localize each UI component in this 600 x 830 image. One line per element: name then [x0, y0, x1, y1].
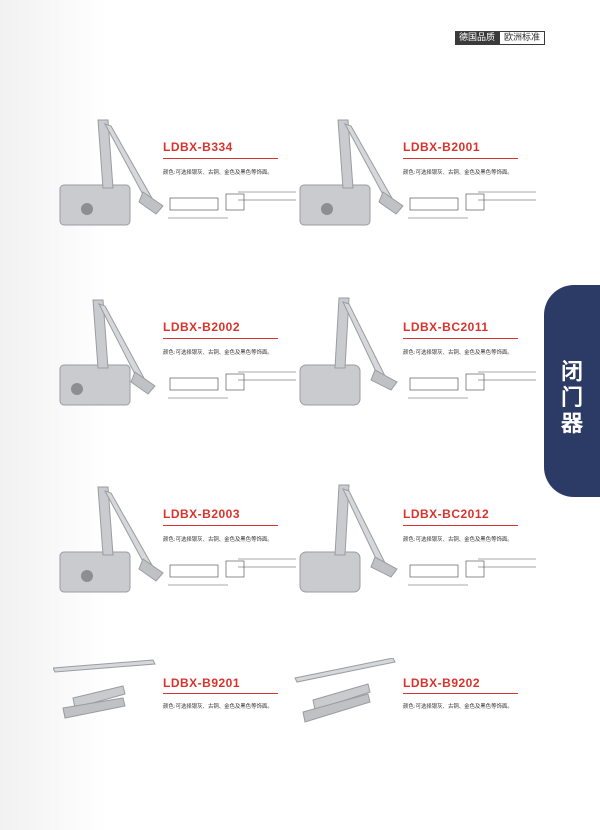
model-underline	[403, 158, 518, 159]
door-closer-image	[59, 119, 164, 226]
product-model: LDBX-B2003	[163, 507, 241, 521]
model-underline	[403, 338, 518, 339]
product-model: LDBX-B334	[163, 140, 233, 154]
model-underline	[163, 693, 278, 694]
product-model: LDBX-B9202	[403, 676, 481, 690]
category-label: 闭门器	[560, 360, 583, 437]
product-card: LDBX-B2002 颜色:可选择银灰、古铜、金色及黑色等饰面。	[53, 299, 323, 470]
door-closer-image	[59, 299, 156, 406]
color-note: 颜色:可选择银灰、古铜、金色及黑色等饰面。	[403, 350, 513, 356]
product-card: LDBX-B334 颜色:可选择银灰、古铜、金色及黑色等饰面。	[53, 119, 323, 290]
quality-badge: 德国品质 欧洲标准	[455, 31, 546, 45]
product-card: LDBX-B2001 颜色:可选择银灰、古铜、金色及黑色等饰面。	[293, 119, 563, 290]
slim-door-closer-image	[53, 659, 156, 719]
color-note: 颜色:可选择银灰、古铜、金色及黑色等饰面。	[163, 170, 273, 176]
product-model: LDBX-B2001	[403, 140, 481, 154]
product-card: LDBX-BC2012 颜色:可选择银灰、古铜、金色及黑色等饰面。	[293, 484, 563, 657]
dimension-drawing	[168, 191, 296, 219]
color-note: 颜色:可选择银灰、古铜、金色及黑色等饰面。	[403, 704, 513, 710]
dimension-drawing	[408, 558, 536, 586]
color-note: 颜色:可选择银灰、古铜、金色及黑色等饰面。	[163, 704, 273, 710]
product-model: LDBX-BC2011	[403, 320, 489, 334]
door-closer-image	[299, 119, 404, 226]
dimension-drawing	[408, 371, 536, 399]
badge-european-standard: 欧洲标准	[499, 31, 546, 45]
model-underline	[403, 693, 518, 694]
dimension-drawing	[168, 558, 296, 586]
product-model: LDBX-B9201	[163, 676, 241, 690]
dimension-drawing	[408, 191, 536, 219]
door-closer-image	[59, 486, 164, 593]
slim-door-closer-image	[294, 658, 396, 723]
model-underline	[403, 525, 518, 526]
model-underline	[163, 158, 278, 159]
product-card: LDBX-B9202 颜色:可选择银灰、古铜、金色及黑色等饰面。	[293, 658, 563, 830]
door-closer-image	[299, 484, 398, 593]
badge-german-quality: 德国品质	[455, 31, 500, 45]
color-note: 颜色:可选择银灰、古铜、金色及黑色等饰面。	[163, 350, 273, 356]
product-card: LDBX-BC2011 颜色:可选择银灰、古铜、金色及黑色等饰面。	[293, 297, 563, 470]
model-underline	[163, 525, 278, 526]
product-model: LDBX-BC2012	[403, 507, 490, 521]
product-card: LDBX-B9201 颜色:可选择银灰、古铜、金色及黑色等饰面。	[53, 659, 323, 830]
model-underline	[163, 338, 278, 339]
color-note: 颜色:可选择银灰、古铜、金色及黑色等饰面。	[163, 537, 273, 543]
dimension-drawing	[168, 371, 296, 399]
category-side-tab	[544, 285, 600, 497]
door-closer-image	[299, 297, 398, 406]
color-note: 颜色:可选择银灰、古铜、金色及黑色等饰面。	[403, 170, 513, 176]
product-model: LDBX-B2002	[163, 320, 241, 334]
color-note: 颜色:可选择银灰、古铜、金色及黑色等饰面。	[403, 537, 513, 543]
product-card: LDBX-B2003 颜色:可选择银灰、古铜、金色及黑色等饰面。	[53, 486, 323, 657]
